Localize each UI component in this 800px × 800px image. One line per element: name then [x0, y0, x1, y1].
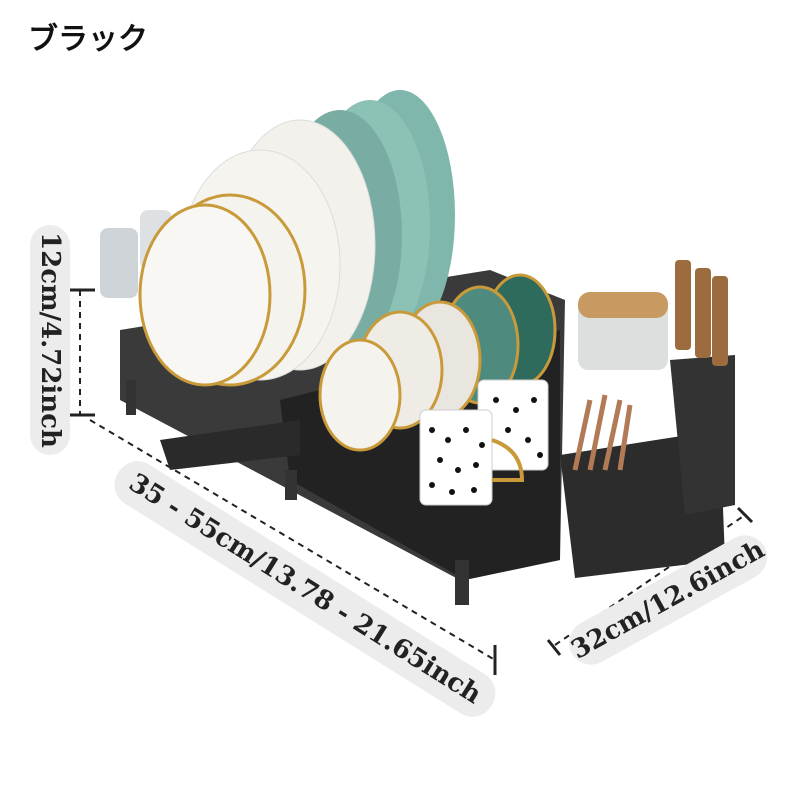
bowls [318, 273, 557, 452]
height-dimension-label: 12cm/4.72inch [30, 225, 70, 455]
large-plates [138, 90, 455, 387]
color-label: ブラック [28, 22, 148, 57]
utensil-holder [560, 260, 735, 578]
mugs [419, 379, 549, 506]
